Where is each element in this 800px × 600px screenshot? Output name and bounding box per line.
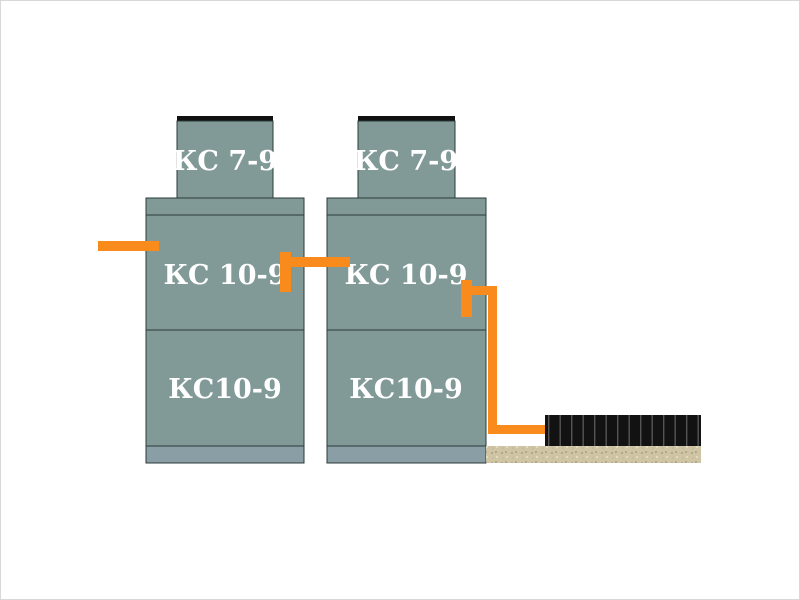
well-1-base-slab bbox=[145, 445, 305, 464]
well-1: КС 7-9 КС 10-9 КС10-9 bbox=[145, 116, 305, 464]
inlet-pipe bbox=[98, 241, 159, 251]
tunnel-rib bbox=[663, 415, 665, 446]
tunnel-rib bbox=[548, 415, 550, 446]
well-2-neck-ring bbox=[357, 120, 456, 199]
well-1-neck-label: КС 7-9 bbox=[173, 146, 277, 177]
outlet-pipe-horizontal-bottom bbox=[488, 425, 548, 434]
tunnel-rib bbox=[686, 415, 688, 446]
well-1-cover-slab bbox=[145, 197, 305, 216]
well-2-ring-upper-label: КС 10-9 bbox=[344, 260, 467, 291]
outlet-tee-well-2 bbox=[461, 280, 472, 317]
well-1-neck-lid bbox=[177, 116, 273, 121]
tunnel-rib bbox=[697, 415, 699, 446]
tunnel-rib bbox=[559, 415, 561, 446]
tunnel-body bbox=[545, 415, 701, 446]
well-2-neck-lid bbox=[358, 116, 455, 121]
outlet-pipe-vertical bbox=[488, 286, 497, 434]
well-1-ring-upper bbox=[145, 214, 305, 331]
well-2-base-slab bbox=[326, 445, 487, 464]
well-2-neck-label: КС 7-9 bbox=[354, 146, 458, 177]
well-2: КС 7-9 КС 10-9 КС10-9 bbox=[326, 116, 487, 464]
outlet-pipe-horizontal-top bbox=[470, 286, 496, 295]
infiltration-tunnel bbox=[545, 415, 701, 446]
tunnel-rib bbox=[605, 415, 607, 446]
tunnel-rib bbox=[594, 415, 596, 446]
tunnel-rib bbox=[571, 415, 573, 446]
overflow-tee-well-1 bbox=[280, 252, 291, 292]
tunnel-rib bbox=[651, 415, 653, 446]
well-2-ring-lower bbox=[326, 329, 487, 447]
tunnel-rib bbox=[674, 415, 676, 446]
well-1-ring-upper-label: КС 10-9 bbox=[163, 260, 286, 291]
tunnel-rib bbox=[617, 415, 619, 446]
tunnel-rib bbox=[628, 415, 630, 446]
well-2-ring-upper bbox=[326, 214, 487, 331]
tunnel-ribs bbox=[548, 415, 699, 446]
gravel-bed bbox=[486, 446, 701, 463]
tunnel-rib bbox=[640, 415, 642, 446]
overflow-pipe bbox=[289, 257, 350, 267]
well-2-ring-lower-label: КС10-9 bbox=[349, 374, 463, 405]
well-2-cover-slab bbox=[326, 197, 487, 216]
pipes bbox=[98, 241, 548, 434]
well-1-ring-lower-label: КС10-9 bbox=[168, 374, 282, 405]
well-1-ring-lower bbox=[145, 329, 305, 447]
well-1-neck-ring bbox=[176, 120, 274, 199]
tunnel-rib bbox=[582, 415, 584, 446]
